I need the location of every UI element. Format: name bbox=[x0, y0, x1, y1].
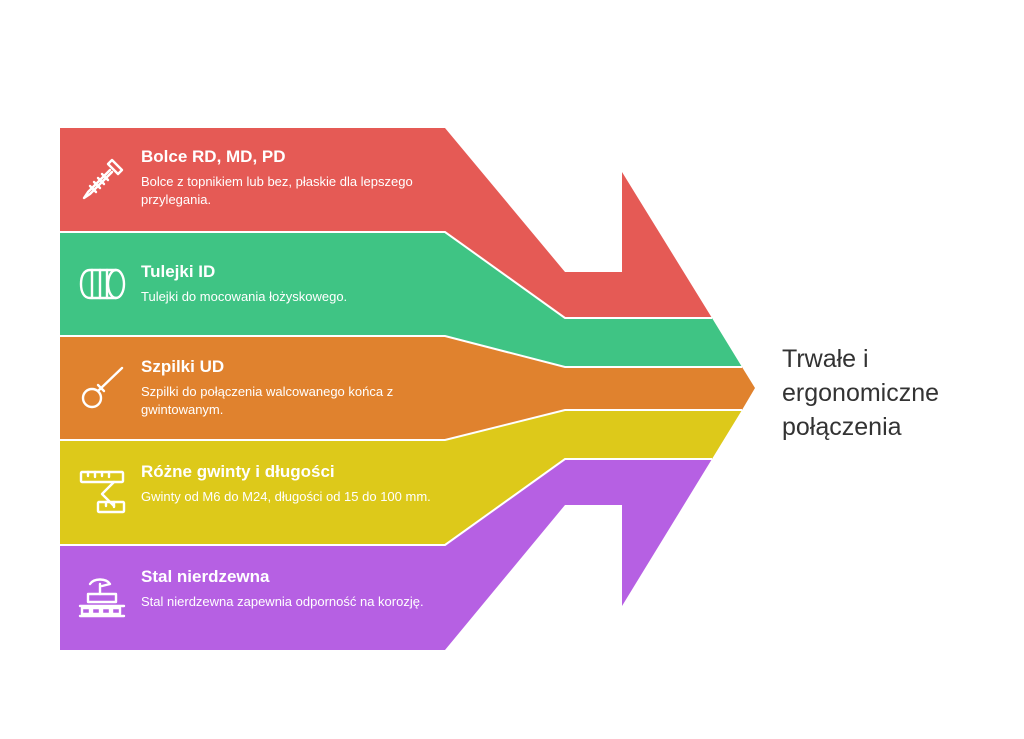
band-title: Szpilki UD bbox=[141, 357, 225, 376]
screw-icon bbox=[82, 158, 124, 200]
band-shape-gwinty bbox=[60, 410, 742, 545]
band-title: Stal nierdzewna bbox=[141, 567, 270, 586]
band-title: Tulejki ID bbox=[141, 262, 216, 281]
band-shape-tulejki bbox=[60, 232, 742, 367]
band-description: Tulejki do mocowania łożyskowego. bbox=[141, 289, 348, 304]
band-description: Gwinty od M6 do M24, długości od 15 do 1… bbox=[141, 489, 431, 504]
sleeve-icon bbox=[79, 268, 126, 300]
band-gwinty: Różne gwinty i długości Gwinty od M6 do … bbox=[141, 462, 441, 506]
band-description: Stal nierdzewna zapewnia odporność na ko… bbox=[141, 594, 424, 609]
outcome-label: Trwałe i ergonomiczne połączenia bbox=[782, 345, 940, 441]
band-tulejki: Tulejki ID Tulejki do mocowania łożyskow… bbox=[141, 262, 441, 306]
band-shape-stal bbox=[60, 459, 712, 650]
pin-icon bbox=[81, 366, 124, 409]
band-description: Szpilki do połączenia walcowanego końca … bbox=[141, 384, 394, 417]
band-description: Bolce z topnikiem lub bez, płaskie dla l… bbox=[141, 174, 413, 207]
band-shape-bolce bbox=[60, 128, 712, 318]
band-stal: Stal nierdzewna Stal nierdzewna zapewnia… bbox=[141, 567, 441, 611]
band-szpilki: Szpilki UD Szpilki do połączenia walcowa… bbox=[141, 357, 441, 419]
steel-factory-icon bbox=[78, 578, 126, 618]
band-title: Bolce RD, MD, PD bbox=[141, 147, 286, 166]
measuring-tape-icon bbox=[79, 470, 126, 514]
band-bolce: Bolce RD, MD, PD Bolce z topnikiem lub b… bbox=[141, 147, 441, 209]
band-title: Różne gwinty i długości bbox=[141, 462, 335, 481]
band-shape-szpilki bbox=[60, 336, 755, 440]
